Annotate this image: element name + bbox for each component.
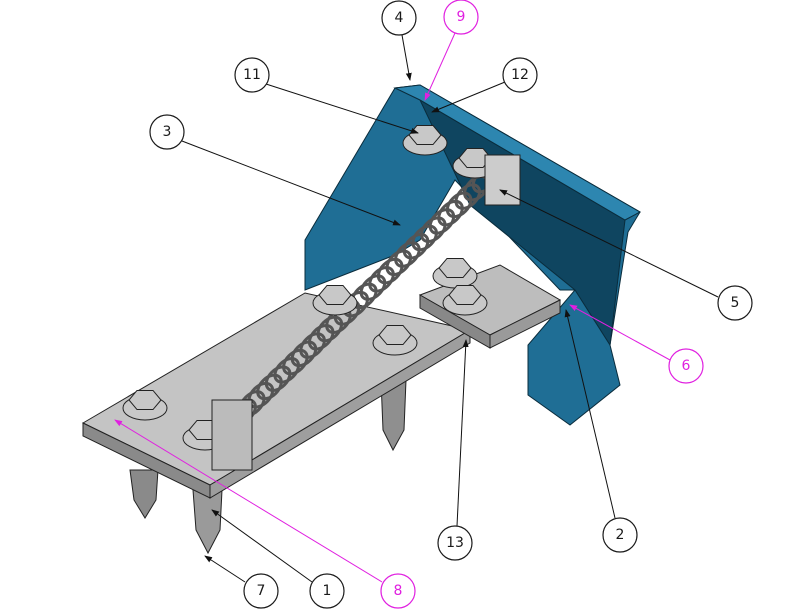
spring-coil	[307, 323, 335, 351]
spring-coil	[402, 232, 430, 260]
balloon-8: 8	[380, 573, 416, 609]
balloon-2: 2	[602, 517, 638, 553]
balloon-circle	[602, 517, 638, 553]
spring-coil	[420, 216, 447, 243]
balloon-label: 5	[731, 295, 740, 311]
balloon-6: 6	[668, 348, 704, 384]
balloon-label: 2	[616, 527, 625, 543]
spring-coil	[264, 365, 292, 392]
bolt-head	[448, 284, 482, 306]
balloon-9: 9	[443, 0, 479, 35]
balloon-label: 12	[511, 67, 529, 83]
spring-coil	[411, 224, 438, 252]
spring-coil	[290, 340, 318, 368]
balloon-circle	[234, 57, 270, 93]
balloon-13: 13	[437, 525, 473, 561]
spring-coil	[359, 274, 387, 301]
spring-coil	[454, 183, 482, 210]
balloon-label: 4	[395, 10, 404, 26]
bolt-head	[458, 147, 492, 169]
spring-coil	[282, 348, 309, 376]
balloon-12: 12	[502, 57, 538, 93]
balloon-circle	[309, 573, 345, 609]
balloon-label: 13	[446, 535, 464, 551]
spring-coil	[394, 241, 421, 268]
spring-anchor	[211, 399, 253, 471]
balloon-circle	[243, 573, 279, 609]
balloon-label: 9	[457, 9, 466, 25]
balloon-label: 7	[257, 583, 266, 599]
balloon-4: 4	[381, 0, 417, 36]
balloon-7: 7	[243, 573, 279, 609]
spring-coil	[445, 191, 473, 219]
balloon-label: 1	[323, 583, 332, 599]
spring-coil	[376, 257, 404, 285]
spring-coil	[299, 332, 326, 359]
spring-coil	[428, 208, 456, 235]
leader-lines	[114, 32, 719, 583]
balloon-circle	[668, 348, 704, 384]
balloon-label: 3	[163, 124, 172, 140]
balloon-circle	[437, 525, 473, 561]
balloon-circle	[717, 285, 753, 321]
balloon-label: 8	[394, 583, 403, 599]
balloon-3: 3	[149, 114, 185, 150]
spring-coil	[385, 249, 413, 277]
bolt-head	[438, 257, 472, 279]
spring-coil	[256, 373, 283, 401]
bolt-head	[318, 284, 352, 306]
balloon-5: 5	[717, 285, 753, 321]
spring-coil	[273, 357, 300, 384]
balloon-label: 11	[243, 67, 261, 83]
spring-coil	[368, 266, 395, 293]
balloon-circle	[380, 573, 416, 609]
balloons: 4 9 11 12 3 5 6 2 13 7 1 8	[149, 0, 753, 609]
bolt-head	[378, 324, 412, 346]
pin-parts	[129, 379, 407, 555]
balloon-label: 6	[682, 358, 691, 374]
balloon-circle	[443, 0, 479, 35]
balloon-circle	[381, 0, 417, 36]
balloon-circle	[149, 114, 185, 150]
bolt-head	[128, 389, 162, 411]
balloon-1: 1	[309, 573, 345, 609]
spring-coil	[437, 199, 464, 227]
balloon-11: 11	[234, 57, 270, 93]
spring-coil	[316, 315, 344, 343]
balloon-circle	[502, 57, 538, 93]
